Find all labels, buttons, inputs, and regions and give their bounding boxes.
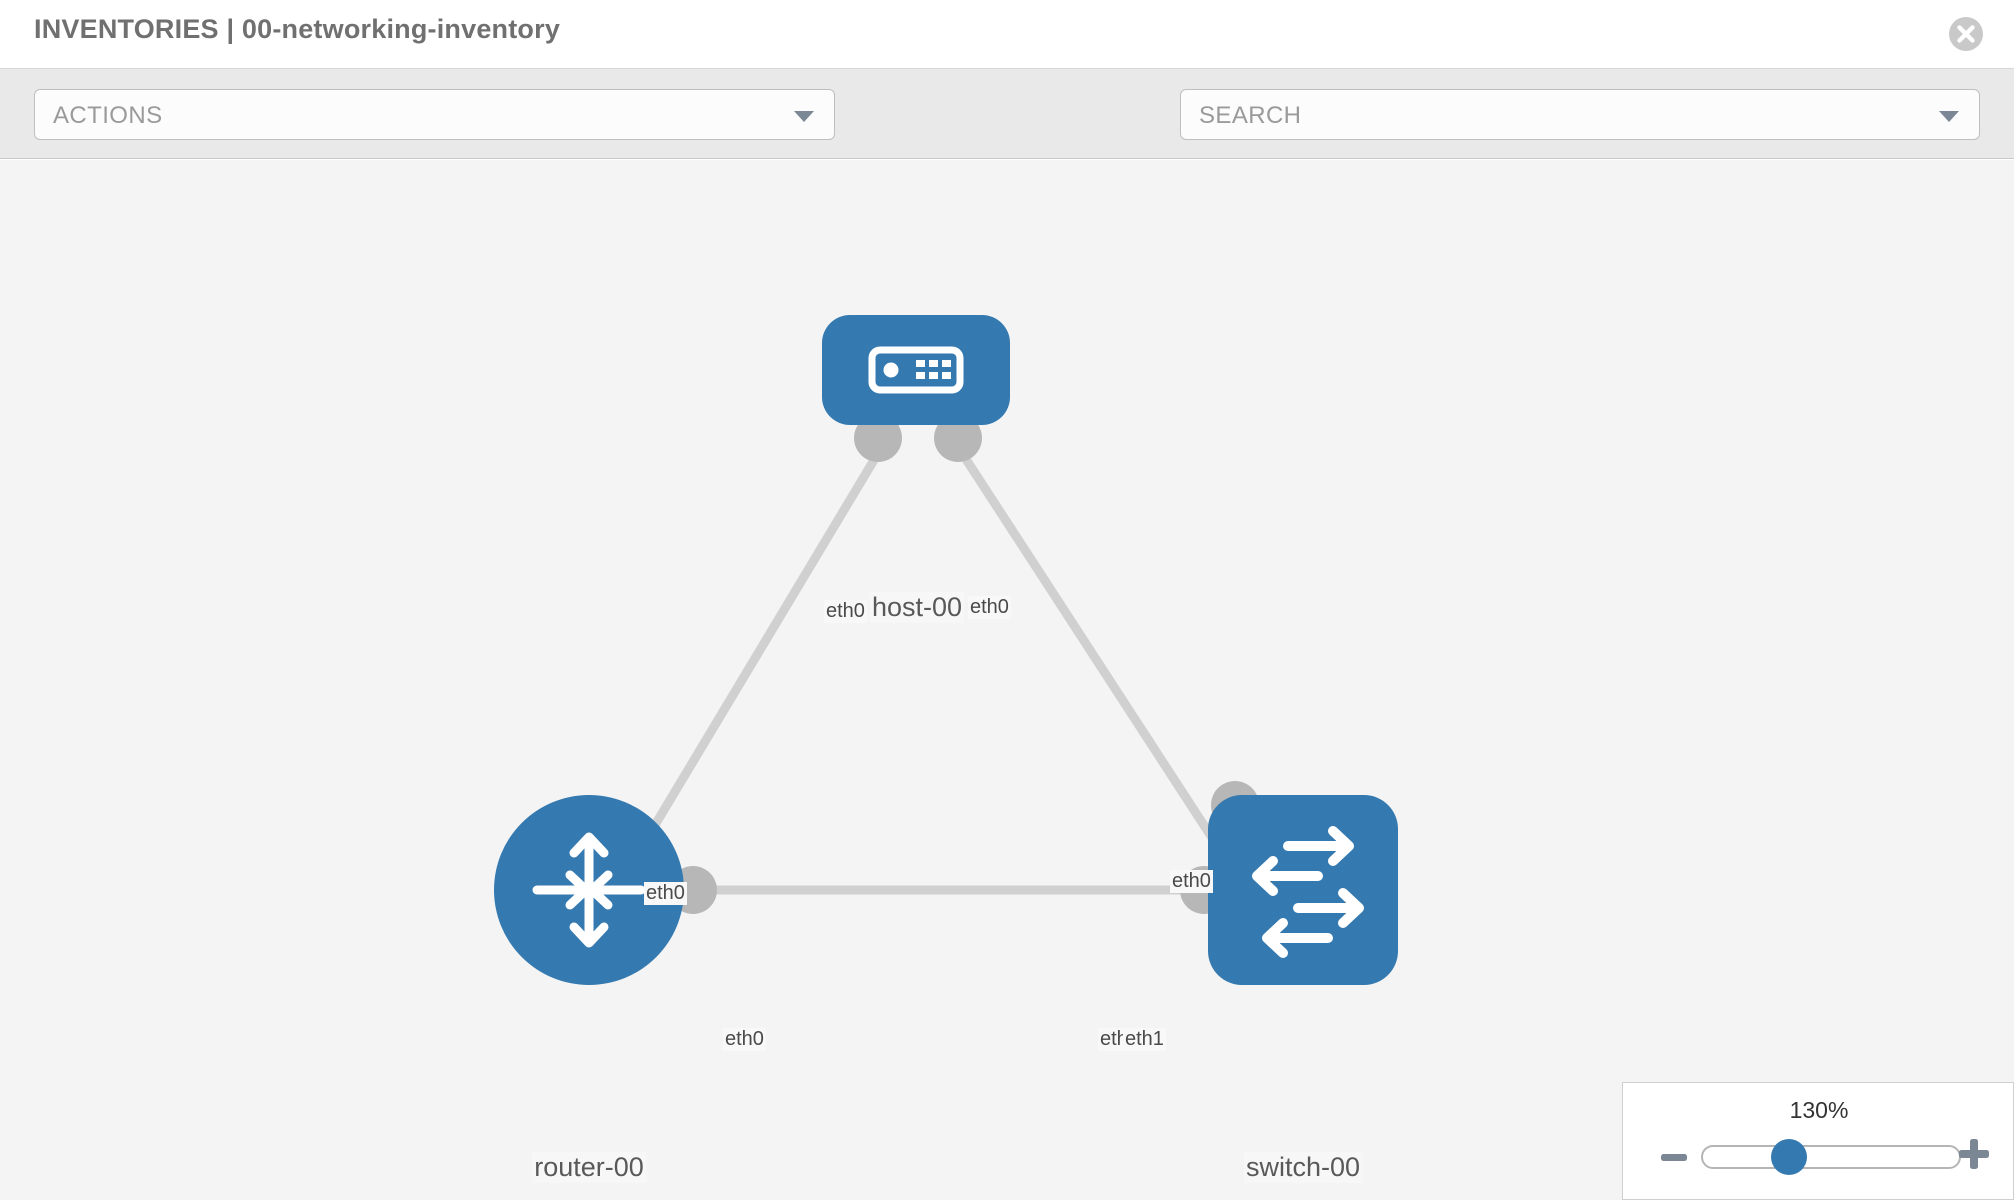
link-host-router[interactable] — [636, 447, 884, 853]
minus-icon[interactable] — [1659, 1143, 1689, 1173]
zoom-control-panel: 130% — [1622, 1082, 2014, 1200]
edge-label: eth0 — [723, 1028, 766, 1051]
interface-stub[interactable] — [854, 414, 902, 462]
switch-arrows-icon — [1252, 826, 1364, 958]
node-label-router-00: router-00 — [532, 1152, 646, 1183]
close-icon[interactable] — [1948, 16, 1984, 52]
node-host-00[interactable] — [822, 315, 1010, 425]
edge-label: eth0 — [968, 596, 1011, 619]
node-label-host-00: host-00 — [869, 592, 965, 623]
topology-graph — [494, 315, 1398, 985]
node-switch-00[interactable] — [1208, 795, 1398, 985]
zoom-slider-thumb[interactable] — [1771, 1139, 1807, 1175]
node-label-switch-00: switch-00 — [1243, 1152, 1363, 1183]
window-header: INVENTORIES | 00-networking-inventory — [0, 0, 2014, 69]
page-title: INVENTORIES | 00-networking-inventory — [34, 14, 561, 44]
router-four-arrows-icon — [532, 832, 646, 948]
edge-label: eth0 — [644, 882, 687, 905]
chevron-down-icon[interactable] — [1939, 111, 1959, 122]
edge-label: eth0 — [824, 600, 867, 623]
plus-icon[interactable] — [1957, 1137, 1991, 1171]
edge-label: eth0 — [1170, 870, 1213, 893]
interface-stub[interactable] — [934, 414, 982, 462]
link-host-switch[interactable] — [956, 447, 1224, 853]
server-appliance-icon — [868, 346, 964, 394]
chevron-down-icon — [794, 111, 814, 122]
actions-dropdown-label: ACTIONS — [53, 102, 163, 129]
zoom-slider-track[interactable] — [1701, 1145, 1961, 1169]
toolbar: ACTIONS SEARCH — [0, 69, 2014, 203]
actions-dropdown[interactable]: ACTIONS — [34, 89, 835, 140]
topology-canvas[interactable]: eth0 eth0 eth0 eth0 eth0 eth0 eth1 host-… — [0, 160, 2014, 1200]
zoom-percent-label: 130% — [1789, 1097, 1849, 1123]
search-input[interactable]: SEARCH — [1180, 89, 1980, 140]
edge-label: eth1 — [1123, 1028, 1166, 1051]
node-router-00[interactable] — [494, 795, 684, 985]
search-placeholder: SEARCH — [1199, 102, 1302, 129]
